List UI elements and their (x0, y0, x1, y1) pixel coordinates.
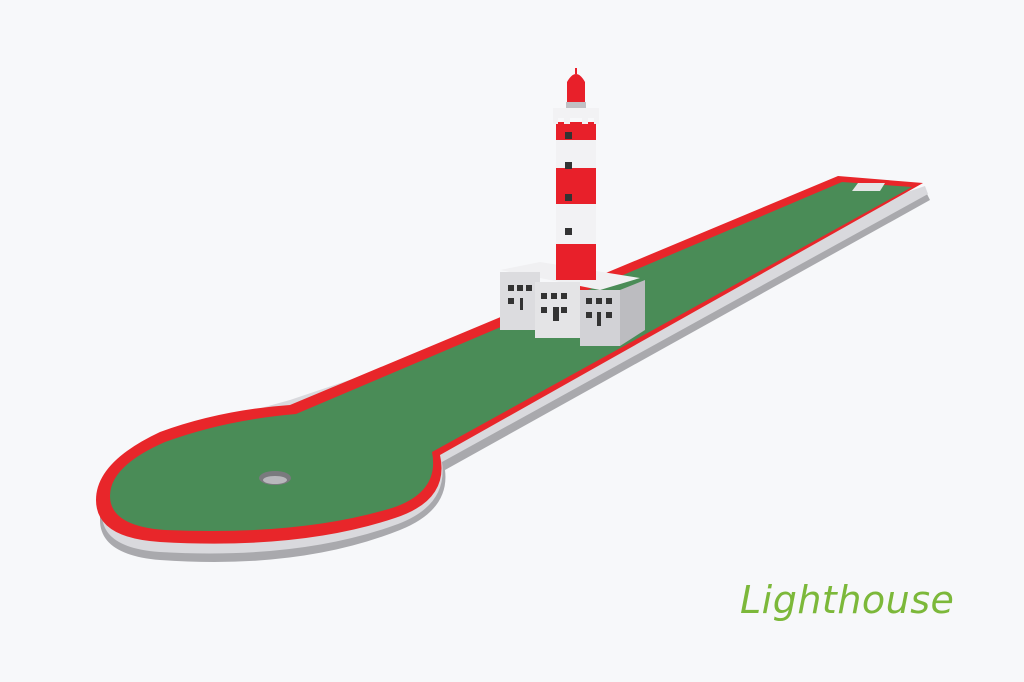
cup-hole (259, 471, 291, 485)
lighthouse-building (500, 262, 645, 346)
turf (110, 182, 912, 532)
tee-pad (852, 183, 885, 191)
course-title: Lighthouse (740, 578, 955, 622)
lighthouse-tower (553, 68, 599, 280)
